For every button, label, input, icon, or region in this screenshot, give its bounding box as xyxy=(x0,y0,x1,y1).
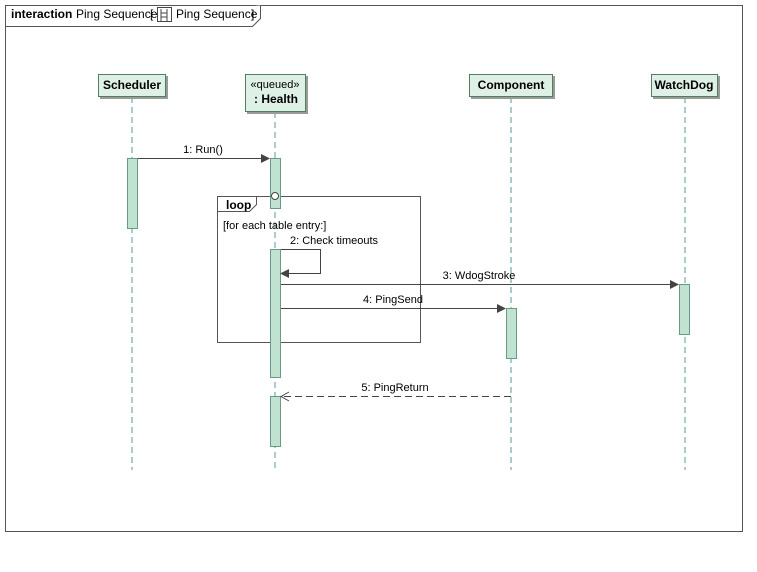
message-line[interactable] xyxy=(281,249,321,274)
sync-arrowhead-icon xyxy=(670,280,679,289)
lifeline-name: : Health xyxy=(254,92,298,106)
loop-operator-tab xyxy=(217,196,257,212)
lifeline-head-box[interactable] xyxy=(651,74,718,97)
frame-keyword: interaction xyxy=(11,7,72,21)
loop-guard: [for each table entry:] xyxy=(223,220,326,232)
lifeline-head-box[interactable] xyxy=(245,74,306,112)
message-m3[interactable]: 3: WdogStroke xyxy=(281,270,679,289)
open-arrowhead-icon xyxy=(279,391,290,402)
sync-arrowhead-icon xyxy=(261,154,270,163)
message-label: 3: WdogStroke xyxy=(443,270,516,282)
activation-watchdog[interactable] xyxy=(679,284,690,335)
execution-occurrence-marker xyxy=(271,192,279,200)
message-m5[interactable]: 5: PingReturn xyxy=(279,382,511,402)
lifeline-name: Scheduler xyxy=(103,78,161,92)
loop-fragment[interactable]: loop [for each table entry:] xyxy=(217,196,421,343)
activation-health-return[interactable] xyxy=(270,396,281,447)
sequence-diagram-icon xyxy=(157,7,172,22)
lifeline-health[interactable]: «queued» : Health xyxy=(245,74,306,112)
sync-arrowhead-icon xyxy=(497,304,506,313)
lifeline-name: WatchDog xyxy=(655,78,714,92)
frame-name-tab xyxy=(5,5,261,27)
loop-fragment-border[interactable] xyxy=(217,196,421,343)
lifeline-head-box[interactable] xyxy=(98,74,166,97)
frame-open-bracket: [ xyxy=(150,7,154,21)
activation-health-run[interactable] xyxy=(270,158,281,209)
frame-close-bracket: ] xyxy=(251,7,254,21)
frame-border xyxy=(5,5,743,532)
frame-ref-name: Ping Sequence xyxy=(176,7,258,21)
activation-health-loop[interactable] xyxy=(270,249,281,378)
lifeline-head-box[interactable] xyxy=(469,74,553,97)
lifeline-scheduler[interactable]: Scheduler xyxy=(98,74,166,97)
interaction-frame: interaction Ping Sequence [ Ping Sequenc… xyxy=(5,5,743,532)
message-label: 4: PingSend xyxy=(363,294,423,306)
loop-operator: loop xyxy=(226,198,251,212)
activation-scheduler[interactable] xyxy=(127,158,138,229)
message-label: 1: Run() xyxy=(183,144,223,156)
message-m1[interactable]: 1: Run() xyxy=(138,144,270,163)
sync-arrowhead-icon xyxy=(280,269,289,278)
lifeline-component[interactable]: Component xyxy=(469,74,553,97)
lifeline-name: Component xyxy=(478,78,545,92)
message-label: 2: Check timeouts xyxy=(290,235,379,247)
lifeline-watchdog[interactable]: WatchDog xyxy=(651,74,718,97)
activations xyxy=(127,158,690,447)
message-m4[interactable]: 4: PingSend xyxy=(281,294,506,313)
activation-component[interactable] xyxy=(506,308,517,359)
lifeline-stereotype: «queued» xyxy=(251,79,300,91)
message-label: 5: PingReturn xyxy=(361,382,428,394)
frame-title: Ping Sequence xyxy=(76,7,158,21)
message-m2[interactable]: 2: Check timeouts xyxy=(280,235,379,278)
